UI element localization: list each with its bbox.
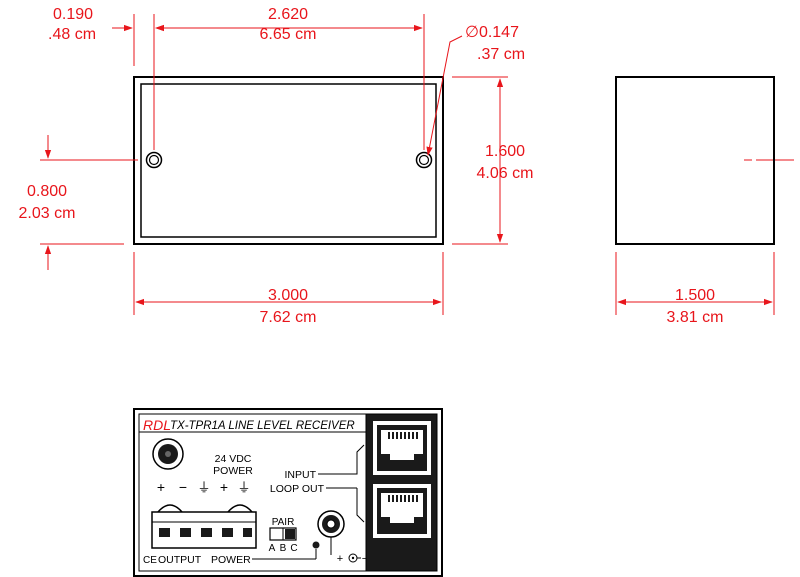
pair-label: PAIR [272,517,295,528]
output-label: OUTPUT [158,554,202,566]
dc-jack-plus: + [337,553,343,565]
hole-height-inches: 0.800 [27,183,67,200]
width-cm: 7.62 cm [260,309,317,326]
dimension-lines [44,24,773,306]
dc-polarity-icon [348,553,361,563]
front-plate-view [133,76,444,245]
height-inches: 1.600 [485,143,525,160]
pair-option-b: B [280,543,287,554]
plate-inner-outline [140,83,437,238]
dc-jack-minus: − [362,553,368,565]
hole-spacing-inches: 2.620 [268,6,308,23]
pair-switch[interactable] [269,527,297,541]
depth-cm: 3.81 cm [667,309,724,326]
left-offset-cm: .48 cm [48,26,96,43]
terminal-symbol-ground-2: ⏚ [237,480,250,495]
depth-inches: 1.500 [675,287,715,304]
width-inches: 3.000 [268,287,308,304]
device-model-title: TX-TPR1A LINE LEVEL RECEIVER [170,420,355,432]
rj45-loop-out-jack[interactable] [373,484,431,538]
ce-mark: CE [143,555,157,566]
side-view-outline [615,76,775,245]
device-front-panel: RDL TX-TPR1A LINE LEVEL RECEIVER 24 VDC … [133,408,443,577]
terminal-symbol-ground-1: ⏚ [197,480,210,495]
power-label-power: POWER [213,465,253,477]
pair-option-a: A [269,543,276,554]
rj45-input-jack[interactable] [373,421,431,475]
dc-jack[interactable] [317,510,345,538]
input-label: INPUT [285,469,317,481]
left-offset-inches: 0.190 [53,6,93,23]
brand-logo: RDL [143,417,171,433]
terminal-block[interactable] [151,504,257,549]
terminal-symbol-plus-2: + [220,479,228,495]
hole-diameter-cm: .37 cm [477,46,525,63]
loop-out-bracket [356,488,365,523]
loop-out-label: LOOP OUT [270,483,325,495]
mounting-hole-right [415,151,433,169]
power-label-bottom: POWER [211,554,251,566]
terminal-symbol-minus: − [179,479,187,495]
power-label-24vdc: 24 VDC [215,453,252,465]
height-cm: 4.06 cm [477,165,534,182]
hole-height-cm: 2.03 cm [19,205,76,222]
pair-option-c: C [290,543,297,554]
terminal-symbol-plus: + [157,479,165,495]
plate-outline [133,76,444,245]
mounting-hole-left [145,151,163,169]
power-jack[interactable] [152,438,184,470]
hole-spacing-cm: 6.65 cm [260,26,317,43]
indicator-led [312,541,320,549]
hole-diameter-inches: ∅0.147 [465,24,519,41]
